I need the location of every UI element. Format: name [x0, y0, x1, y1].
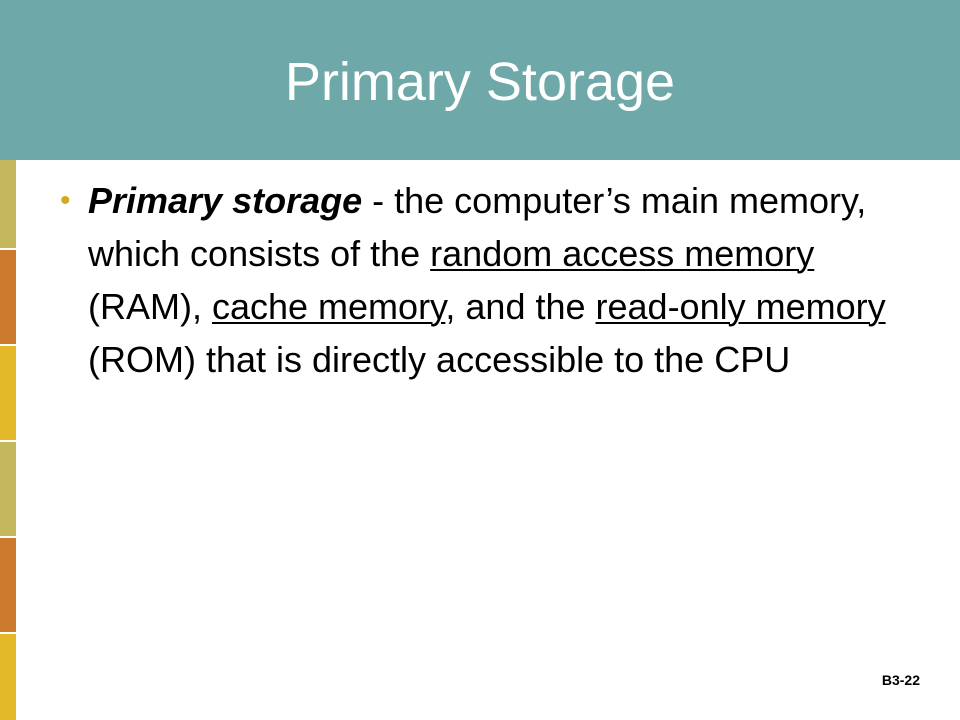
ram-link[interactable]: random access memory: [430, 233, 815, 274]
definition-text: (ROM) that is directly accessible to the…: [88, 339, 791, 380]
definition-term: Primary storage: [88, 180, 363, 221]
definition-text: - the computer’s main memory, which cons…: [88, 180, 867, 274]
bullet-text: Primary storage - the computer’s main me…: [88, 174, 920, 386]
side-accent-segment: [0, 538, 16, 632]
title-banner: Primary Storage: [0, 0, 960, 160]
cache-memory-link[interactable]: cache memory: [211, 286, 446, 327]
side-accent-segment: [0, 346, 16, 440]
slide-number: B3-22: [881, 672, 920, 688]
side-accent-segment: [0, 634, 16, 720]
side-accent-bar: [0, 160, 16, 720]
side-accent-segment: [0, 250, 16, 344]
bullet-item: • Primary storage - the computer’s main …: [60, 174, 920, 386]
side-accent-segment: [0, 442, 16, 536]
side-accent-segment: [0, 160, 16, 248]
definition-text: (RAM),: [88, 286, 212, 327]
rom-link[interactable]: read-only memory: [595, 286, 886, 327]
definition-text: , and the: [445, 286, 596, 327]
slide-title: Primary Storage: [284, 52, 676, 112]
bullet-marker-icon: •: [60, 184, 71, 217]
